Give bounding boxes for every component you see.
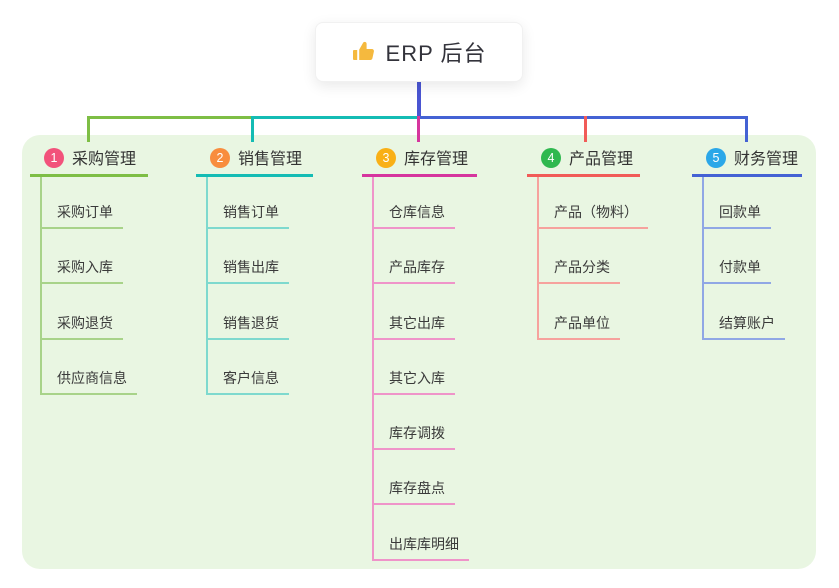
- child-node[interactable]: 库存调拨: [372, 395, 455, 451]
- root-stem-line: [417, 81, 421, 116]
- background-panel: [22, 135, 816, 569]
- connector-drop-line: [584, 115, 587, 142]
- branch-child-spine-line: [206, 177, 208, 395]
- child-node[interactable]: 供应商信息: [40, 340, 137, 395]
- connector-drop-line: [417, 115, 420, 142]
- branch-5: 5 财务管理回款单付款单结算账户: [692, 135, 802, 340]
- child-node[interactable]: 其它入库: [372, 340, 455, 395]
- branch-title-node[interactable]: 2 销售管理: [196, 135, 313, 177]
- connector-drop-line: [745, 115, 748, 142]
- child-node[interactable]: 销售退货: [206, 284, 289, 340]
- branch-title-node[interactable]: 4 产品管理: [527, 135, 640, 177]
- thumbs-up-icon: [352, 40, 376, 64]
- branch-child-spine-line: [40, 177, 42, 395]
- branch-3: 3 库存管理仓库信息产品库存其它出库其它入库库存调拨库存盘点出库库明细: [362, 135, 477, 561]
- branch-number-badge: 1: [44, 148, 64, 168]
- branch-label: 财务管理: [734, 151, 799, 168]
- connector-horizontal-line: [419, 115, 748, 119]
- branch-title-node[interactable]: 1 采购管理: [30, 135, 148, 177]
- branch-4: 4 产品管理产品（物料）产品分类产品单位: [527, 135, 648, 340]
- connector-horizontal-line: [253, 115, 419, 119]
- child-node[interactable]: 其它出库: [372, 284, 455, 340]
- child-node[interactable]: 采购入库: [40, 229, 123, 285]
- root-label: ERP 后台: [385, 41, 487, 66]
- branch-children: 销售订单销售出库销售退货客户信息: [196, 174, 289, 395]
- child-node[interactable]: 回款单: [702, 174, 771, 229]
- branch-number-badge: 3: [376, 148, 396, 168]
- branch-title-node[interactable]: 3 库存管理: [362, 135, 477, 177]
- branch-title-node[interactable]: 5 财务管理: [692, 135, 802, 177]
- child-node[interactable]: 出库库明细: [372, 505, 469, 561]
- child-node[interactable]: 仓库信息: [372, 174, 455, 229]
- root-node[interactable]: ERP 后台: [315, 22, 523, 82]
- branch-child-spine-line: [537, 177, 539, 340]
- branch-children: 仓库信息产品库存其它出库其它入库库存调拨库存盘点出库库明细: [362, 174, 469, 561]
- branch-label: 采购管理: [72, 151, 137, 168]
- child-node[interactable]: 库存盘点: [372, 450, 455, 506]
- branch-label: 销售管理: [238, 151, 303, 168]
- branch-label: 库存管理: [404, 151, 469, 168]
- connector-drop-line: [251, 115, 254, 142]
- child-node[interactable]: 销售出库: [206, 229, 289, 285]
- branch-children: 采购订单采购入库采购退货供应商信息: [30, 174, 137, 395]
- child-node[interactable]: 采购订单: [40, 174, 123, 229]
- child-node[interactable]: 采购退货: [40, 284, 123, 340]
- branch-children: 产品（物料）产品分类产品单位: [527, 174, 648, 340]
- branch-child-spine-line: [372, 177, 374, 561]
- child-node[interactable]: 产品（物料）: [537, 174, 648, 229]
- child-node[interactable]: 付款单: [702, 229, 771, 285]
- branch-number-badge: 5: [706, 148, 726, 168]
- child-node[interactable]: 产品分类: [537, 229, 620, 285]
- branch-children: 回款单付款单结算账户: [692, 174, 785, 340]
- child-node[interactable]: 产品库存: [372, 229, 455, 285]
- child-node[interactable]: 销售订单: [206, 174, 289, 229]
- child-node[interactable]: 结算账户: [702, 284, 785, 340]
- branch-2: 2 销售管理销售订单销售出库销售退货客户信息: [196, 135, 313, 395]
- branch-child-spine-line: [702, 177, 704, 340]
- branch-number-badge: 4: [541, 148, 561, 168]
- branch-1: 1 采购管理采购订单采购入库采购退货供应商信息: [30, 135, 148, 395]
- child-node[interactable]: 客户信息: [206, 340, 289, 395]
- branch-label: 产品管理: [569, 151, 634, 168]
- connector-drop-line: [87, 115, 90, 142]
- child-node[interactable]: 产品单位: [537, 284, 620, 340]
- branch-number-badge: 2: [210, 148, 230, 168]
- connector-horizontal-line: [87, 115, 253, 119]
